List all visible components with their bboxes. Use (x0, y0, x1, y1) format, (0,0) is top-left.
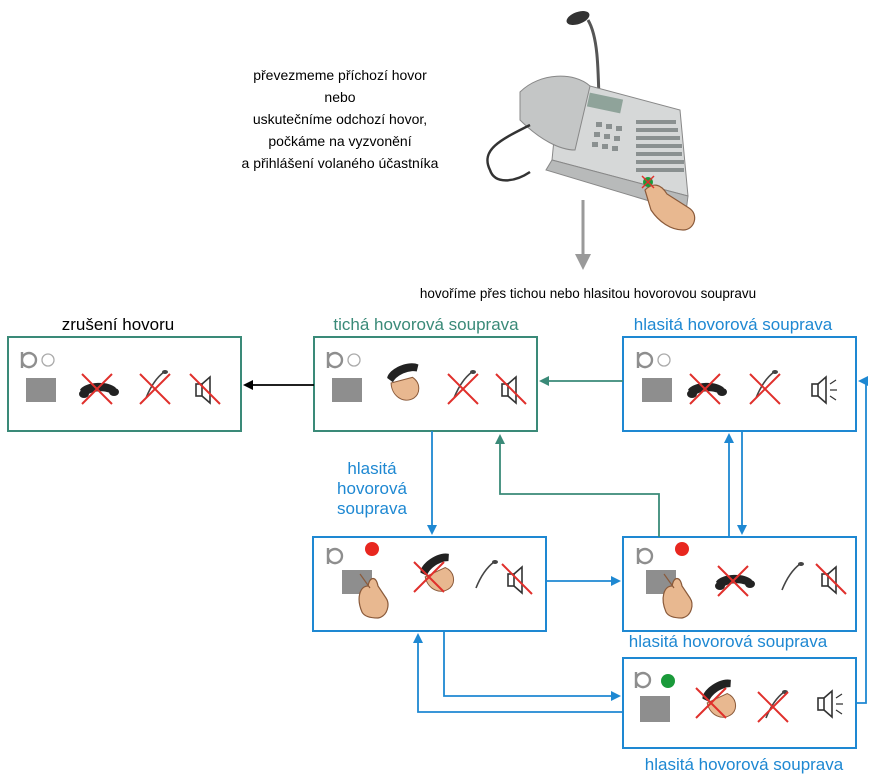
label-loud-side-1: hlasitá (347, 459, 397, 478)
label-loud-bottom: hlasitá hovorová souprava (645, 755, 844, 774)
hand-handset-icon (420, 553, 455, 592)
desk-phone-image (486, 11, 696, 231)
label-loud-side-3: souprava (337, 499, 407, 518)
intro-line-4: počkáme na vyzvonění (268, 133, 411, 149)
cross-icon (189, 373, 221, 405)
led-off-icon (347, 353, 361, 367)
label-loud-top: hlasitá hovorová souprava (634, 315, 833, 334)
led-red-icon (675, 542, 689, 556)
cross-icon (495, 373, 527, 405)
arrow-bottom-to-top (856, 376, 868, 704)
arrow-press-to-bottom (443, 631, 621, 701)
intro-text: převezmeme příchozí hovor nebo uskuteční… (242, 67, 439, 171)
arrow-bottom-to-press (413, 633, 623, 713)
key-button-icon (332, 378, 362, 402)
state-box-loud-top (622, 336, 857, 432)
key-button-icon (642, 378, 672, 402)
cross-icon (501, 563, 533, 595)
main-caption: hovoříme přes tichou nebo hlasitou hovor… (420, 286, 756, 301)
state-box-press-red (312, 536, 547, 632)
label-cancel: zrušení hovoru (62, 315, 174, 334)
state-box-cancel (7, 336, 242, 432)
led-red-icon (365, 542, 379, 556)
hand-handset-icon (702, 679, 737, 718)
label-loud-side-2: hovorová (337, 479, 407, 498)
state-box-loud-bottom (622, 657, 857, 749)
state-box-loud-mid (622, 536, 857, 632)
intro-line-3: uskutečníme odchozí hovor, (253, 111, 427, 127)
cross-icon (815, 563, 847, 595)
arrow-mid-to-quiet (495, 434, 660, 537)
led-off-icon (41, 353, 55, 367)
intro-line-2: nebo (324, 89, 355, 105)
intro-line-5: a přihlášení volaného účastníka (242, 155, 439, 171)
label-loud-mid: hlasitá hovorová souprava (629, 632, 828, 651)
label-quiet: tichá hovorová souprava (333, 315, 519, 334)
state-box-quiet (313, 336, 538, 432)
key-button-icon (26, 378, 56, 402)
key-button-icon (640, 696, 670, 722)
hand-handset-icon (387, 363, 420, 401)
led-off-icon (657, 353, 671, 367)
intro-line-1: převezmeme příchozí hovor (253, 67, 427, 83)
led-green-icon (661, 674, 675, 688)
